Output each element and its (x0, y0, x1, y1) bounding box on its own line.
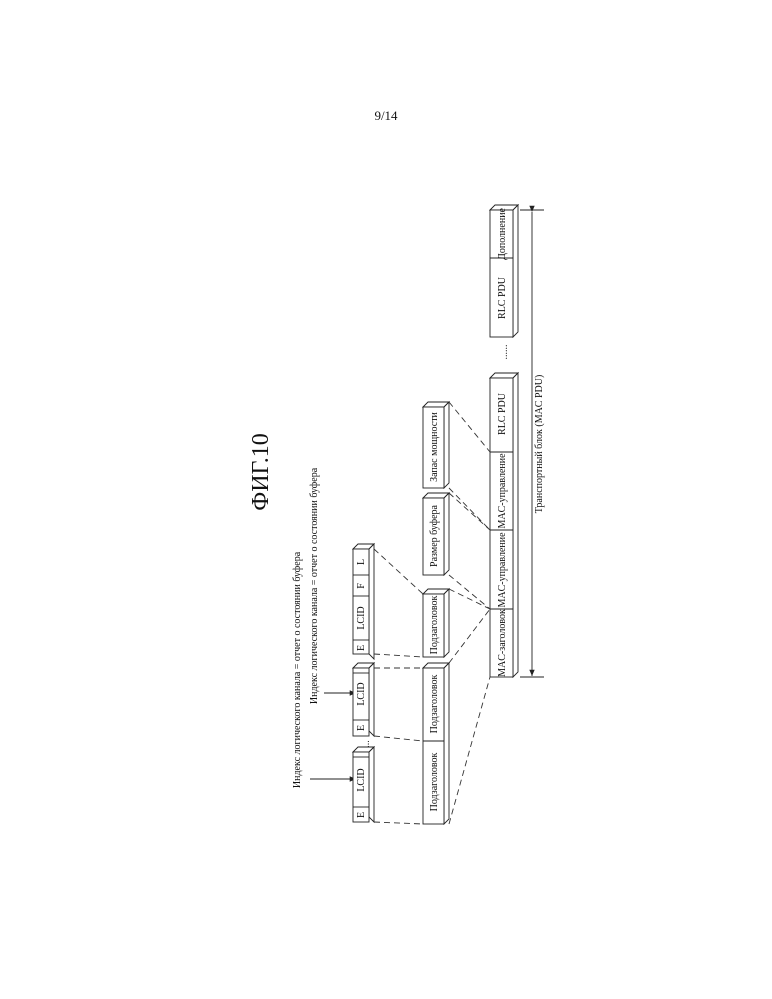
mac-control-label-2: MAC-управление (497, 453, 508, 529)
mac-pdu-row-1: MAC-заголовок MAC-управление MAC-управле… (490, 373, 518, 677)
subheader-row-1: Подзаголовок Подзаголовок (423, 663, 449, 824)
subheader-label-2: Подзаголовок (429, 674, 440, 733)
field-lcid-2: LCID (356, 682, 367, 705)
buffer-size-label: Размер буфера (429, 504, 440, 566)
rlc-pdu-label-1: RLC PDU (497, 392, 508, 435)
pdu-ellipsis: ...... (499, 345, 510, 360)
field-e-2: E (356, 725, 367, 731)
annotation-1: Индекс логического канала = отчет о сост… (292, 551, 303, 788)
subheader-label-1: Подзаголовок (429, 752, 440, 811)
fields-ellipsis: ... (361, 740, 372, 748)
rlc-pdu-label-2: RLC PDU (497, 276, 508, 319)
field-f: F (356, 583, 367, 589)
mac-control-label-1: MAC-управление (497, 532, 508, 608)
subheader-detail-3: E LCID F L (353, 544, 374, 659)
field-lcid-3: LCID (356, 606, 367, 629)
field-e-3: E (356, 645, 367, 651)
annotation-2: Индекс логического канала = отчет о сост… (309, 467, 320, 704)
subheader-detail-2: E LCID (353, 663, 374, 736)
transport-block-label: Транспортный блок (MAC PDU) (534, 375, 545, 514)
subheader-box-3: Подзаголовок (423, 589, 449, 657)
buffer-size-box: Размер буфера (423, 493, 449, 575)
power-headroom-label: Запас мощности (429, 411, 440, 481)
padding-label: Дополнение (497, 207, 508, 260)
power-headroom-box: Запас мощности (423, 402, 449, 488)
field-e-1: E (356, 812, 367, 818)
field-lcid-1: LCID (356, 768, 367, 791)
field-l: L (356, 559, 367, 565)
subheader-label-3: Подзаголовок (429, 595, 440, 654)
mac-pdu-row-2: RLC PDU Дополнение (490, 205, 518, 337)
figure-title: ФИГ.10 (248, 433, 274, 510)
mac-header-label: MAC-заголовок (497, 609, 508, 677)
subheader-detail-1: E LCID (353, 747, 374, 822)
